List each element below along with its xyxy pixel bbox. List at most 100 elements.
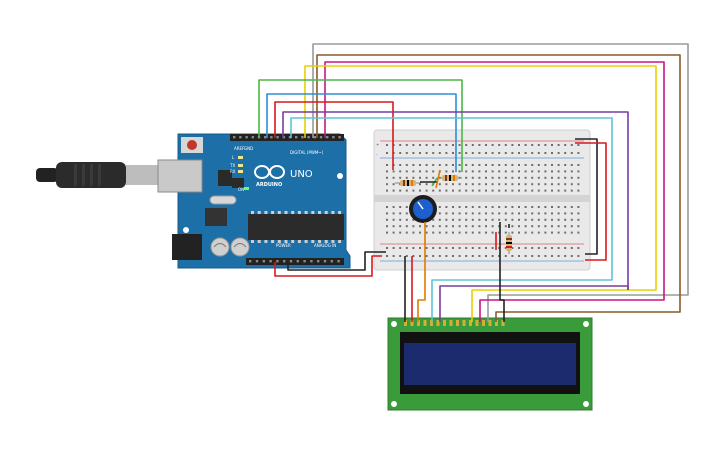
rail-hole xyxy=(551,144,553,146)
rail-hole xyxy=(570,152,573,154)
led-tx xyxy=(238,164,243,167)
wire-magenta[interactable] xyxy=(324,61,665,322)
rail-hole xyxy=(518,144,520,146)
resistor-2[interactable] xyxy=(437,175,462,181)
rail-hole xyxy=(544,247,547,249)
bb-hole xyxy=(564,189,567,192)
rail-hole xyxy=(504,255,507,257)
bb-hole xyxy=(425,176,428,179)
wire-blue[interactable] xyxy=(266,93,457,172)
model-text: UNO xyxy=(290,169,313,180)
rail-hole xyxy=(511,152,514,154)
bb-hole xyxy=(537,189,540,192)
bb-hole xyxy=(386,212,388,215)
bb-hole xyxy=(405,231,408,234)
bb-hole xyxy=(491,183,494,186)
bb-hole xyxy=(498,206,501,208)
bb-hole xyxy=(478,189,481,192)
lcd-pin xyxy=(495,320,498,326)
potentiometer[interactable] xyxy=(409,195,437,223)
wire-orange[interactable] xyxy=(417,222,426,322)
bb-hole xyxy=(405,170,408,173)
capacitor-2 xyxy=(230,237,250,257)
bb-hole xyxy=(557,176,560,179)
bb-hole xyxy=(465,170,468,173)
header-pin xyxy=(295,136,298,139)
bb-hole xyxy=(452,212,454,215)
bb-hole xyxy=(412,164,415,166)
rail-hole xyxy=(392,247,395,249)
bb-hole xyxy=(544,189,547,192)
wire-black-4[interactable] xyxy=(499,222,505,322)
reset-button[interactable] xyxy=(187,140,197,150)
usb-cable[interactable] xyxy=(36,162,158,188)
chip-pin xyxy=(297,211,301,214)
bb-hole xyxy=(445,218,448,221)
chip-pin xyxy=(264,240,268,243)
bb-hole xyxy=(544,176,547,179)
wires[interactable] xyxy=(258,43,689,322)
wire-green[interactable] xyxy=(258,79,463,172)
bb-hole xyxy=(570,231,573,234)
digital-header[interactable] xyxy=(230,134,344,141)
usb-cable-end xyxy=(36,168,58,182)
bb-hole xyxy=(386,176,388,179)
rail-hole xyxy=(524,255,527,257)
wire-jumper-orange[interactable] xyxy=(435,169,441,189)
header-pin xyxy=(326,136,329,139)
wire-yellow[interactable] xyxy=(304,65,657,322)
bb-hole xyxy=(465,176,468,179)
arduino-uno-board[interactable]: L TX RX ARDUINO UNO DIGITAL (PWM~) POWER… xyxy=(157,133,351,269)
bb-hole xyxy=(471,225,474,228)
wire-black-2[interactable] xyxy=(287,251,386,271)
rail-hole xyxy=(518,247,520,249)
chip-pin xyxy=(324,240,328,243)
bb-hole xyxy=(405,212,408,215)
bb-hole xyxy=(465,218,468,221)
chip-pin xyxy=(304,240,308,243)
rail-hole xyxy=(412,247,415,249)
on-label: ON xyxy=(238,187,244,192)
lcd-pin xyxy=(488,320,492,326)
bb-hole xyxy=(465,164,468,166)
bb-hole xyxy=(564,183,567,186)
bb-hole xyxy=(412,231,415,234)
rail-hole xyxy=(452,144,454,146)
bb-hole xyxy=(432,218,435,221)
wire-red-1[interactable] xyxy=(274,101,394,170)
wire-cyan[interactable] xyxy=(290,117,613,322)
lcd-16x2[interactable] xyxy=(387,317,593,411)
rail-hole xyxy=(485,152,487,154)
rail-hole xyxy=(511,144,514,146)
bb-hole xyxy=(577,212,580,215)
bb-hole xyxy=(537,176,540,179)
bb-hole xyxy=(537,183,540,186)
wire-purple-2[interactable] xyxy=(439,285,629,322)
bb-hole xyxy=(419,189,421,192)
bb-hole xyxy=(458,206,461,208)
rail-hole xyxy=(399,255,402,257)
rail-hole xyxy=(478,247,481,249)
rail-hole xyxy=(405,247,408,249)
bb-hole xyxy=(478,225,481,228)
rail-hole xyxy=(405,152,408,154)
resistor-1[interactable] xyxy=(395,180,421,186)
chip-pin xyxy=(271,211,275,214)
label-rx: RX xyxy=(230,169,236,174)
bb-hole xyxy=(452,225,454,228)
wire-black-1[interactable] xyxy=(575,138,598,255)
bb-hole xyxy=(577,231,580,234)
power-analog-header[interactable] xyxy=(246,258,344,265)
wire-red-3[interactable] xyxy=(274,255,382,277)
resistor-3[interactable] xyxy=(506,232,512,254)
bb-hole xyxy=(537,206,540,208)
wire-red-2[interactable] xyxy=(575,142,607,261)
breadboard[interactable]: + - xyxy=(373,129,591,271)
wire-brown[interactable] xyxy=(316,54,681,322)
lcd-pin xyxy=(417,320,420,326)
rail-hole xyxy=(485,247,487,249)
wire-purple[interactable] xyxy=(282,111,629,290)
bb-hole xyxy=(491,170,494,173)
rail-hole xyxy=(458,144,461,146)
